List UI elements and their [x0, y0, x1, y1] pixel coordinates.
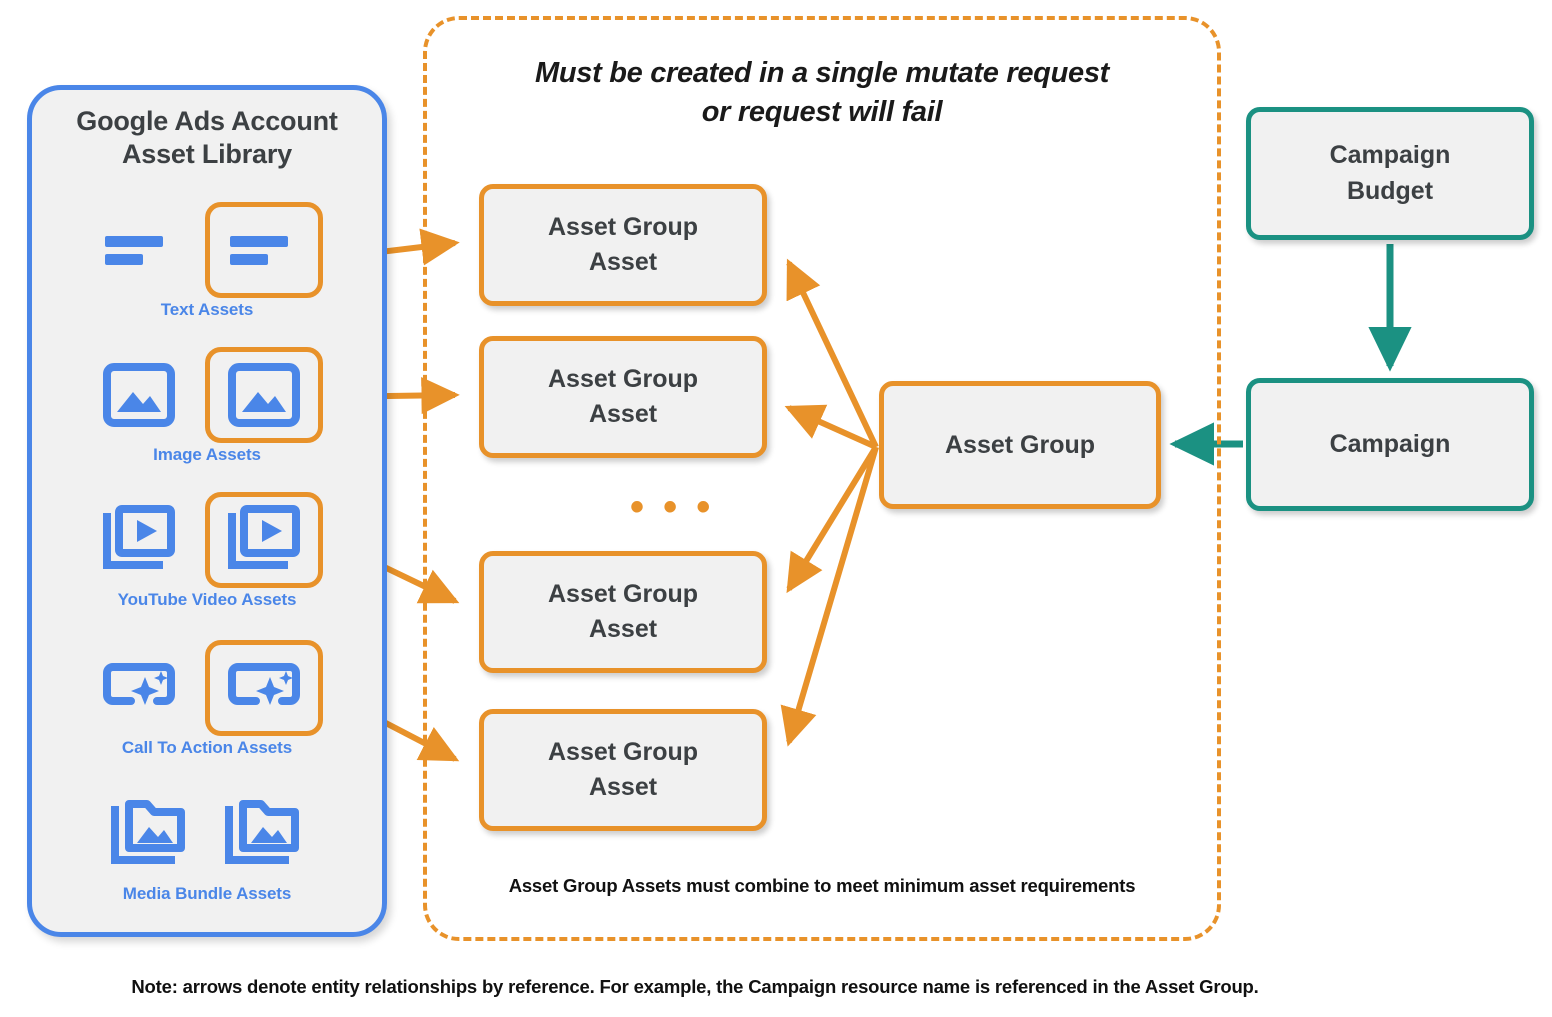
library-title: Google Ads Account Asset Library [27, 105, 387, 171]
image-icon-highlighted[interactable] [205, 347, 323, 443]
campaign-budget-label: Campaign Budget [1330, 138, 1451, 209]
video-stack-icon-highlighted[interactable] [205, 492, 323, 588]
campaign-budget-line2: Budget [1346, 176, 1434, 205]
library-item-video-assets[interactable]: YouTube Video Assets [27, 492, 387, 610]
asset-group-label: Asset Group [944, 430, 1096, 459]
text-lines-icon-highlighted[interactable] [205, 202, 323, 298]
cta-assets-icons [27, 640, 387, 736]
library-item-cta-assets[interactable]: Call To Action Assets [27, 640, 387, 758]
ellipsis-more-assets: • • • [630, 485, 715, 529]
library-item-text-assets[interactable]: Text Assets [27, 202, 387, 320]
library-item-label: Text Assets [160, 300, 254, 319]
aga-line2: Asset [588, 248, 658, 276]
asset-group-asset-label: Asset Group Asset [548, 362, 698, 433]
asset-group-asset-card[interactable]: Asset Group Asset [479, 551, 767, 673]
text-assets-icons [27, 202, 387, 298]
asset-group-asset-card[interactable]: Asset Group Asset [479, 184, 767, 306]
cta-sparkle-icon-highlighted[interactable] [205, 640, 323, 736]
library-item-media-bundle-assets[interactable]: Media Bundle Assets [27, 786, 387, 904]
folder-image-icon-2 [216, 792, 312, 876]
asset-group-asset-card[interactable]: Asset Group Asset [479, 709, 767, 831]
library-item-label: Call To Action Assets [121, 738, 293, 757]
asset-group-asset-label: Asset Group Asset [548, 735, 698, 806]
mutate-title-line2: or request will fail [701, 95, 943, 128]
media-bundle-icons [27, 786, 387, 882]
campaign-budget-card[interactable]: Campaign Budget [1246, 107, 1534, 240]
library-item-label: Media Bundle Assets [122, 884, 292, 903]
aga-line1: Asset Group [547, 737, 699, 766]
mutate-footnote: Asset Group Assets must combine to meet … [508, 875, 1136, 896]
library-item-label: Image Assets [153, 445, 261, 464]
text-lines-icon [91, 208, 187, 292]
mutate-title-line1: Must be created in a single mutate reque… [535, 57, 1109, 89]
aga-line1: Asset Group [547, 364, 699, 393]
cta-sparkle-icon [91, 646, 187, 730]
campaign-budget-line1: Campaign [1329, 141, 1451, 169]
image-icon [91, 353, 187, 437]
aga-line2: Asset [588, 773, 658, 801]
library-title-line1: Google Ads Account [76, 106, 338, 136]
library-item-label: YouTube Video Assets [117, 590, 297, 609]
mutate-request-container [423, 16, 1221, 941]
aga-line1: Asset Group [547, 212, 699, 241]
video-assets-icons [27, 492, 387, 588]
library-item-image-assets[interactable]: Image Assets [27, 347, 387, 465]
folder-image-icon [102, 792, 198, 876]
asset-group-card[interactable]: Asset Group [879, 381, 1161, 509]
asset-group-asset-label: Asset Group Asset [548, 577, 698, 648]
aga-line2: Asset [588, 400, 658, 428]
campaign-card[interactable]: Campaign [1246, 378, 1534, 511]
campaign-label: Campaign [1329, 430, 1451, 458]
image-assets-icons [27, 347, 387, 443]
asset-group-asset-label: Asset Group Asset [548, 210, 698, 281]
mutate-request-title: Must be created in a single mutate reque… [440, 54, 1204, 131]
asset-group-asset-card[interactable]: Asset Group Asset [479, 336, 767, 458]
diagram-note: Note: arrows denote entity relationships… [131, 976, 1259, 997]
aga-line2: Asset [588, 615, 658, 643]
aga-line1: Asset Group [547, 579, 699, 608]
library-title-line2: Asset Library [122, 138, 292, 169]
video-stack-icon [91, 498, 187, 582]
